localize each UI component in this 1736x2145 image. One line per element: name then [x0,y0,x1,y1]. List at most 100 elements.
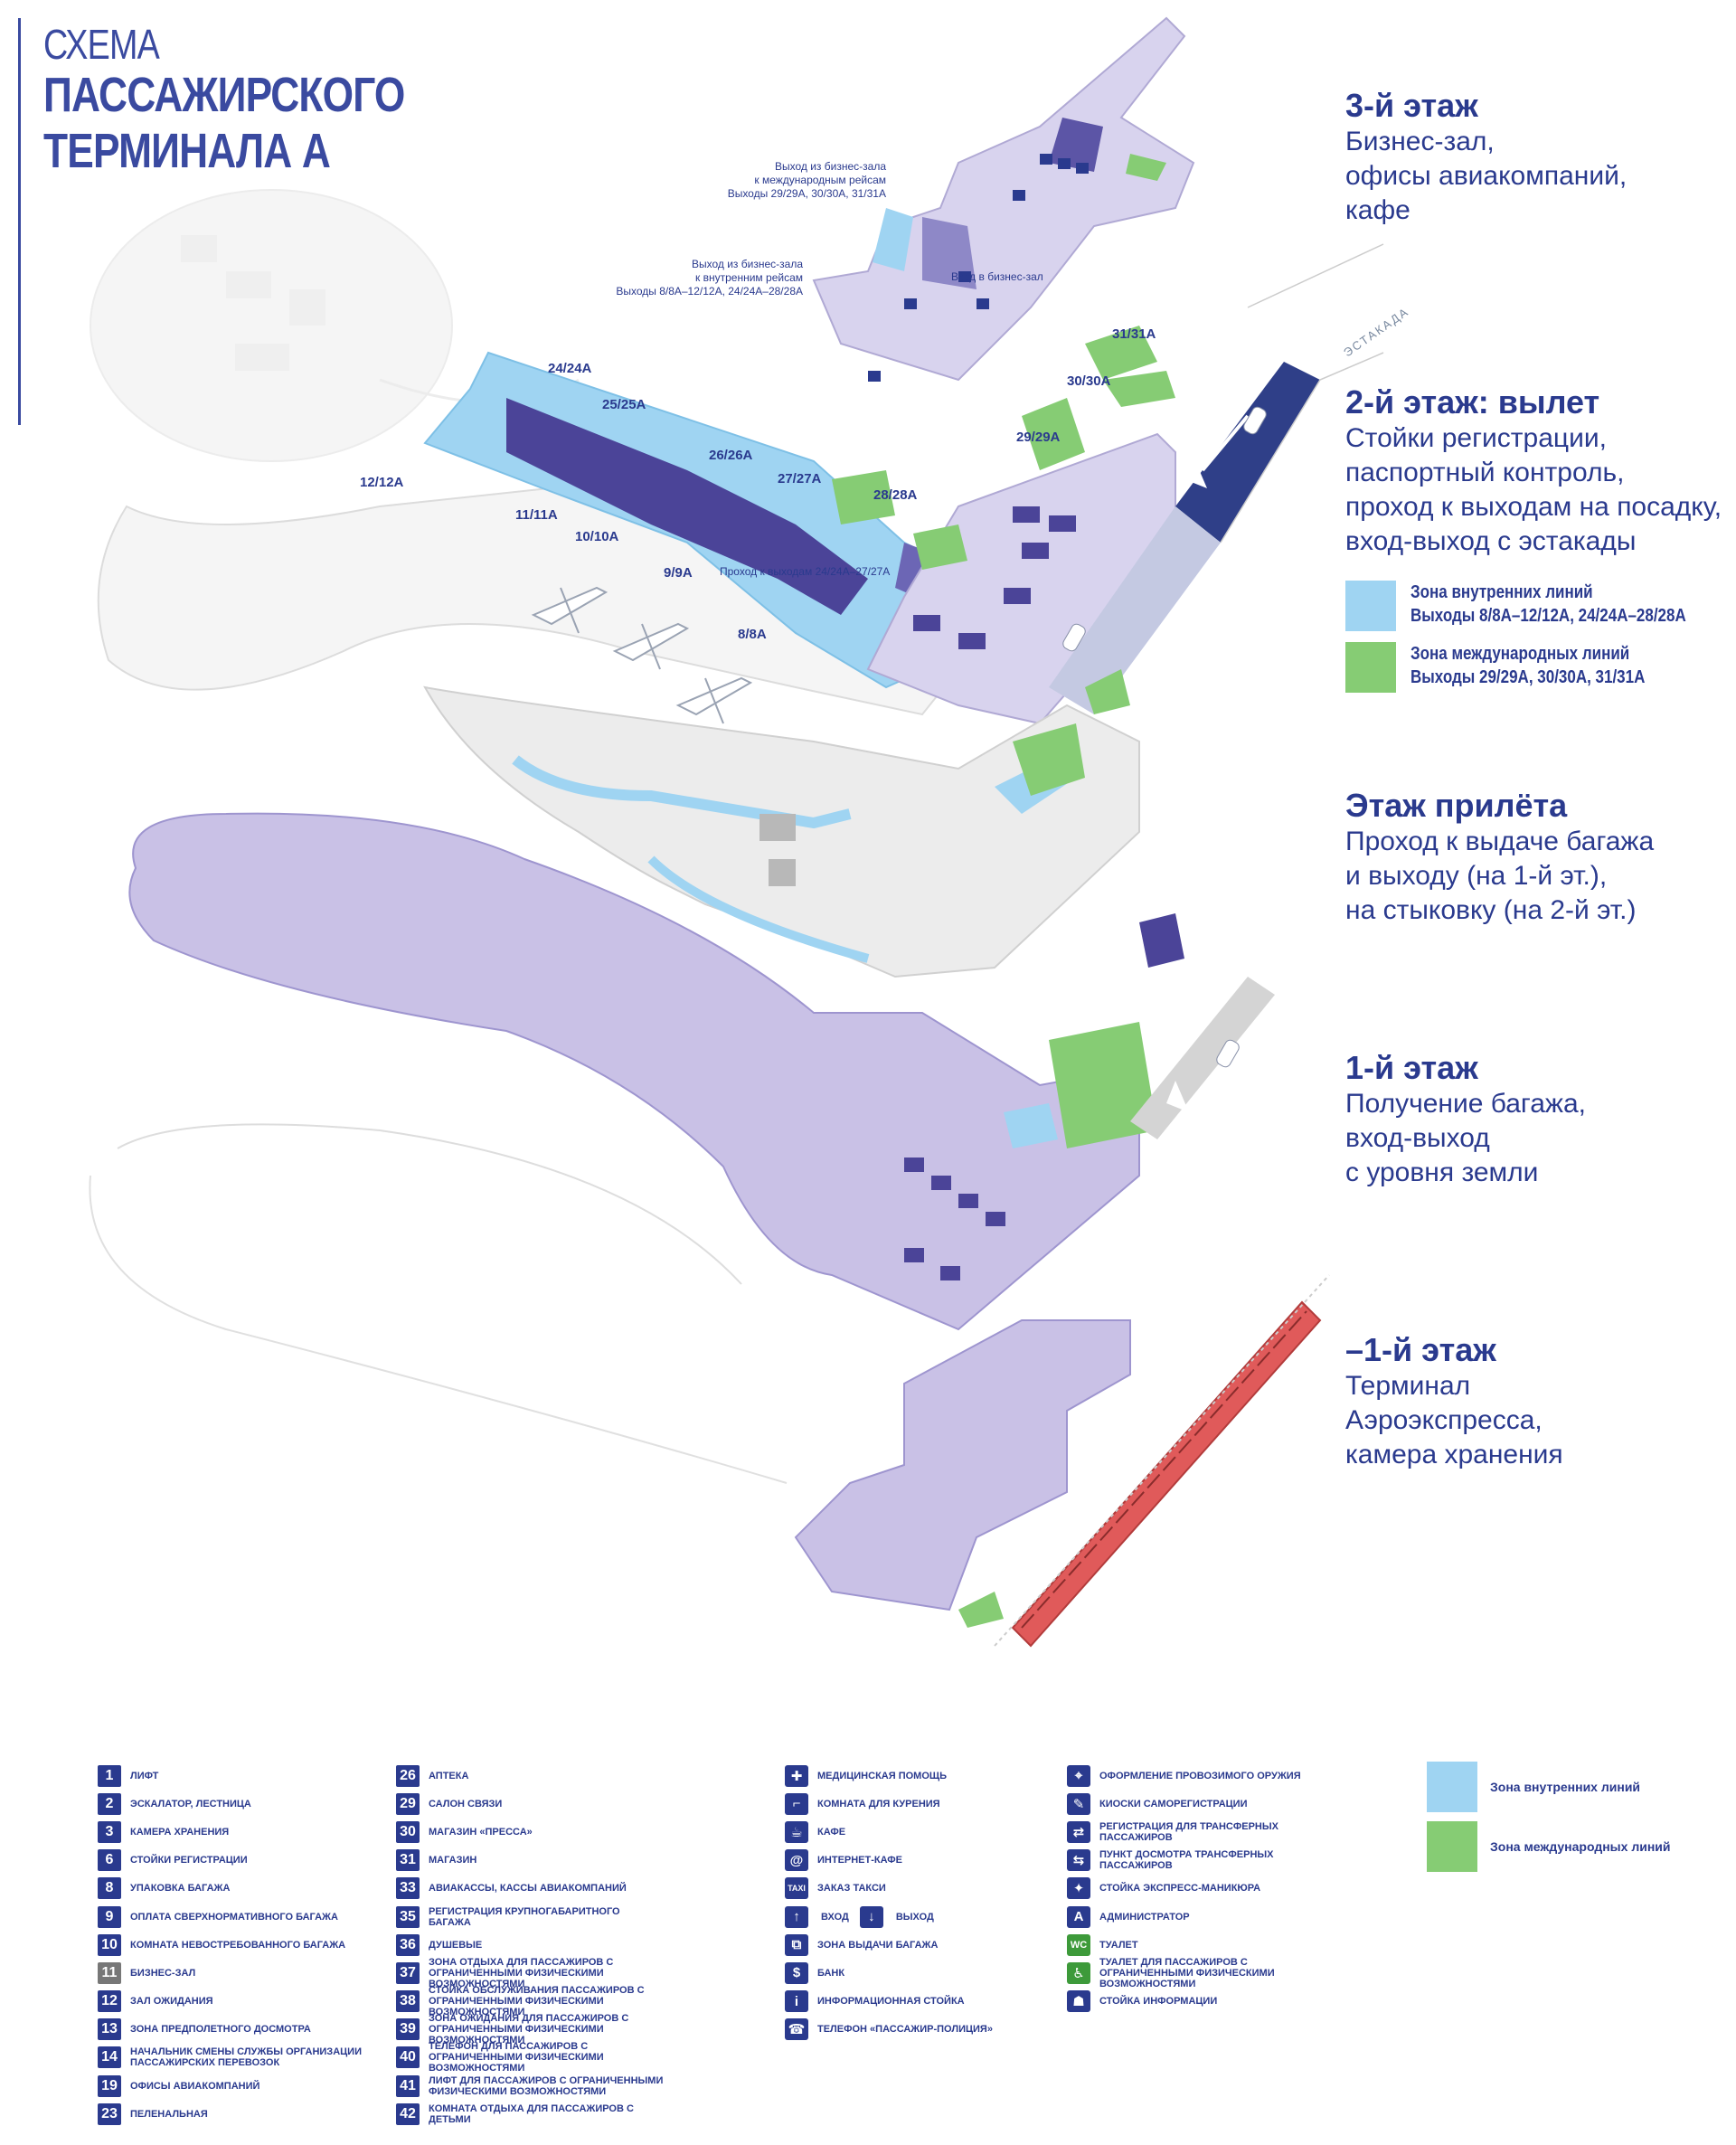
bank-icon: $ [785,1961,808,1984]
aeroexpress-train [1011,1300,1322,1648]
legend-label: Кафе [817,1826,846,1838]
legend-label: Банк [817,1967,845,1979]
legend-item: ☕ Кафе [785,1818,1052,1846]
phone-icon: ☎ [785,2018,808,2041]
legend-item: 30Магазин «Пресса» [396,1818,664,1846]
legend-label: Информационная стойка [817,1996,965,2008]
floor-heading: Этаж прилёта [1345,787,1568,824]
floor-1 [89,812,1275,1484]
legend-number: 31 [396,1849,420,1872]
legend-label: Туалет [1099,1939,1138,1951]
gate-26: 26/26A [709,448,753,463]
estakada-road [1049,243,1384,714]
legend-label: Зона предполетного досмотра [130,2024,311,2036]
legend-label: Комната отдыха для пассажиров с детьми [429,2102,634,2125]
gate-9: 9/9A [664,565,693,581]
legend-item: ♿ Туалет для пассажиров с ограниченными ф… [1067,1956,1335,1989]
accessible-wc-icon: ♿ [1067,1961,1090,1984]
smoking-icon: ⌐ [785,1792,808,1815]
legend-item: 2Эскалатор, лестница [98,1790,365,1818]
legend-item: 40Телефон для пассажиров с ограниченными… [396,2041,664,2074]
floor-minus1-desc: –1-й этаж Терминал Аэроэкспресса, камера… [1345,1331,1563,1472]
legend-label: Зона внутренних линий [1490,1780,1641,1794]
legend-item: 36Душевые [396,1931,664,1959]
note-pass-gates: Проход к выходам 24/24А–27/27А [720,565,890,578]
legend-label: Выход [895,1911,934,1923]
legend-label: Магазин «Пресса» [429,1826,533,1838]
legend-number: 10 [98,1933,121,1956]
zone-international-key: Зона международных линий Выходы 29/29А, … [1345,642,1736,693]
legend-label: Эскалатор, лестница [130,1798,251,1810]
legend-label: Комната для курения [817,1798,940,1810]
floor-arrival [423,669,1140,978]
page-title-line3: ТЕРМИНАЛА А [43,124,331,178]
legend-item: ↑Вход ↓Выход [785,1903,1052,1931]
legend-item: iИнформационная стойка [785,1988,1052,2016]
legend-item: 35Регистрация крупногабаритного багажа [396,1903,664,1931]
floor-description: Стойки регистрации, паспортный контроль,… [1345,423,1722,556]
legend-label: Начальник смены службы организации пасса… [130,2046,362,2069]
baggage-claim-icon: ⧉ [785,1933,808,1956]
legend-label: Медицинская помощь [817,1770,947,1781]
legend-item: 41Лифт для пассажиров с ограниченными фи… [396,2072,664,2100]
legend-number: 19 [98,2074,121,2097]
legend-item: ✚ Медицинская помощь [785,1762,1052,1790]
zone-domestic-swatch [1427,1762,1477,1812]
zone-domestic-key: Зона внутренних линий Выходы 8/8А–12/12А… [1345,581,1736,631]
legend-label: Аптека [429,1770,469,1781]
legend-item: 29Салон связи [396,1790,664,1818]
floor-description: Получение багажа, вход-выход с уровня зе… [1345,1089,1586,1187]
medical-icon: ✚ [785,1764,808,1787]
legend-item: 37Зона отдыха для пассажиров с ограничен… [396,1957,664,1989]
legend-label: Пеленальная [130,2108,208,2120]
floor-3 [812,16,1195,382]
legend-label: Туалет для пассажиров с ограниченными фи… [1099,1956,1275,1989]
legend-column-3: ✚ Медицинская помощь ⌐ Комната для курения… [785,1762,1052,2044]
legend-label: Интернет-кафе [817,1855,903,1866]
legend-item: 26Аптека [396,1762,664,1790]
legend-label: Оплата сверхнормативного багажа [130,1911,338,1923]
legend-item: 38Стойка обслуживания пассажиров с огран… [396,1985,664,2017]
legend-item: 8Упаковка багажа [98,1875,365,1903]
legend-item: 3Камера хранения [98,1818,365,1846]
legend-column-4: ⌖Оформление провозимого оружия ✎Киоски с… [1067,1762,1335,2016]
legend-label: Офисы авиакомпаний [130,2080,260,2092]
legend-item: @ Интернет-кафе [785,1847,1052,1875]
map-note-line: к внутренним рейсам [695,271,803,284]
entry-arrow-icon: ↑ [785,1905,808,1928]
estakada-label: ЭСТАКАДА [1341,305,1411,360]
legend-item: 1Лифт [98,1762,365,1790]
legend-label: Зона международных линий [1490,1839,1671,1854]
wc-icon: WC [1067,1933,1090,1956]
legend-number: 40 [396,2046,420,2069]
floor-heading: 3-й этаж [1345,87,1478,124]
gate-11: 11/11A [515,507,558,523]
cafe-icon: ☕ [785,1820,808,1843]
legend-item: 9 Оплата сверхнормативного багажа [98,1903,365,1931]
gate-30: 30/30A [1067,373,1111,389]
legend-number: 23 [98,2102,121,2125]
legend-label: Киоски саморегистрации [1099,1798,1248,1810]
legend-label: Регистрация для трансферных пассажиров [1099,1820,1278,1843]
internet-icon: @ [785,1849,808,1872]
legend-item: 6Стойки регистрации [98,1847,365,1875]
legend-item: ✦Стойка экспресс-маникюра [1067,1875,1335,1903]
legend-label: Стойка экспресс-маникюра [1099,1883,1261,1895]
transfer-checkin-icon: ⇄ [1067,1820,1090,1843]
legend-number: 1 [98,1764,121,1787]
page-title-line1: СХЕМА [43,21,160,68]
legend-item: AАдминистратор [1067,1903,1335,1931]
terminal-map: ЭСТАКАДА [89,16,1411,1648]
legend-label: Лифт для пассажиров с ограниченными физи… [429,2074,664,2097]
info-desk-icon: ☗ [1067,1990,1090,2013]
floor-description: Проход к выдаче багажа и выходу (на 1-й … [1345,827,1655,925]
floor-2-desc: 2-й этаж: вылет Стойки регистрации, пасп… [1345,383,1736,693]
legend-number: 9 [98,1905,121,1928]
floor-heading: 1-й этаж [1345,1049,1478,1086]
page-title-line2: ПАССАЖИРСКОГО [43,68,405,122]
legend-label: Авиакассы, кассы авиакомпаний [429,1883,627,1895]
legend-number: 14 [98,2046,121,2069]
gate-28: 28/28A [873,487,918,503]
